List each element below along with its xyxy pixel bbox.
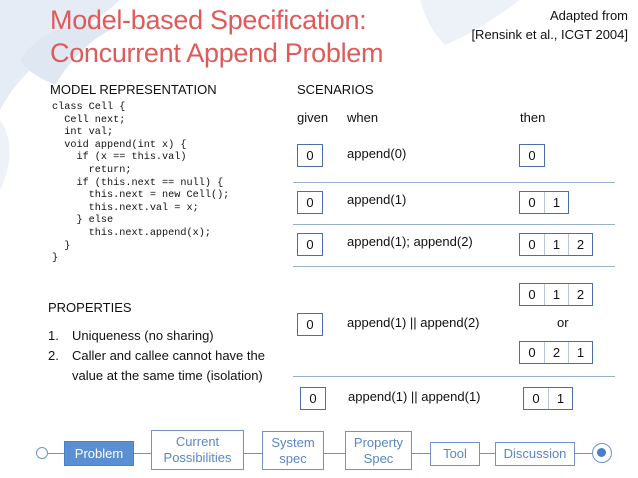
given-state: 0: [297, 144, 323, 167]
state-cell: 1: [568, 342, 592, 363]
then-state: 0 2 1: [519, 341, 593, 364]
state-cell: 1: [544, 192, 568, 213]
scenarios-heading: SCENARIOS: [297, 82, 374, 97]
state-cell: 0: [306, 195, 314, 210]
when-action: append(1); append(2): [347, 234, 473, 249]
nav-start-circle-icon: [36, 447, 48, 459]
or-label: or: [557, 315, 569, 330]
then-state: 0 1: [519, 191, 569, 214]
property-text: Caller and callee cannot have the value …: [72, 348, 265, 383]
properties-heading: PROPERTIES: [48, 300, 132, 315]
then-state: 0 1 2: [519, 283, 593, 306]
state-cell: 1: [548, 388, 572, 409]
nav-current-possibilities[interactable]: Current Possibilities: [151, 430, 244, 470]
nav-problem[interactable]: Problem: [64, 441, 134, 466]
nav-system-spec[interactable]: System spec: [262, 431, 324, 470]
when-action: append(1) || append(2): [347, 315, 480, 330]
state-cell: 2: [568, 234, 592, 255]
property-item: 2. Caller and callee cannot have the val…: [48, 346, 278, 386]
given-column-header: given: [297, 110, 329, 125]
given-state: 0: [297, 233, 323, 256]
when-column-header: when: [347, 110, 379, 125]
state-cell: 0: [306, 148, 314, 163]
then-column-header: then: [520, 110, 546, 125]
property-item: 1. Uniqueness (no sharing): [48, 326, 278, 346]
nav-tool[interactable]: Tool: [430, 442, 480, 466]
state-cell: 0: [528, 287, 536, 302]
state-cell: 0: [309, 391, 317, 406]
state-cell: 0: [528, 237, 536, 252]
state-cell: 0: [306, 317, 314, 332]
when-action: append(1) || append(1): [348, 389, 481, 404]
slide-title: Model-based Specification: Concurrent Ap…: [50, 4, 384, 70]
when-action: append(1): [347, 192, 407, 207]
title-line-1: Model-based Specification:: [50, 5, 367, 35]
title-line-2: Concurrent Append Problem: [50, 38, 384, 68]
state-cell: 0: [528, 148, 536, 163]
credit-line-2: [Rensink et al., ICGT 2004]: [471, 27, 628, 42]
state-cell: 0: [528, 195, 536, 210]
state-cell: 2: [544, 342, 568, 363]
then-state: 0 1: [523, 387, 573, 410]
state-cell: 1: [544, 234, 568, 255]
state-cell: 0: [528, 345, 536, 360]
given-state: 0: [297, 313, 323, 336]
model-heading: MODEL REPRESENTATION: [50, 82, 217, 97]
property-number: 2.: [48, 348, 59, 363]
row-divider: [293, 266, 615, 267]
then-state: 0: [519, 144, 545, 167]
state-cell: 1: [544, 284, 568, 305]
then-state: 0 1 2: [519, 233, 593, 256]
nav-property-spec[interactable]: Property Spec: [345, 431, 412, 470]
when-action: append(0): [347, 146, 407, 161]
property-text: Uniqueness (no sharing): [72, 328, 214, 343]
state-cell: 0: [532, 391, 540, 406]
given-state: 0: [297, 191, 323, 214]
credit-line-1: Adapted from: [549, 8, 628, 23]
row-divider: [293, 224, 615, 225]
nav-discussion[interactable]: Discussion: [495, 442, 575, 466]
properties-list: 1. Uniqueness (no sharing) 2. Caller and…: [48, 326, 278, 386]
nav-end-target-icon: [592, 443, 612, 463]
given-state: 0: [300, 387, 326, 410]
source-credit: Adapted from [Rensink et al., ICGT 2004]: [471, 6, 628, 44]
row-divider: [293, 182, 615, 183]
state-cell: 2: [568, 284, 592, 305]
state-cell: 0: [306, 237, 314, 252]
code-listing: class Cell { Cell next; int val; void ap…: [52, 102, 230, 265]
property-number: 1.: [48, 328, 59, 343]
row-divider: [293, 376, 615, 377]
